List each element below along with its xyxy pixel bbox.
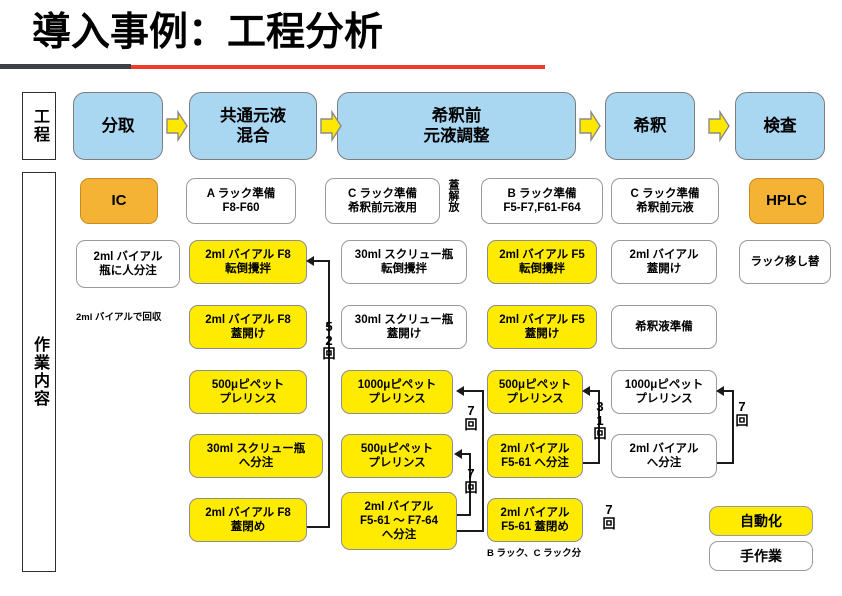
process-step-4[interactable]: 検査	[735, 92, 825, 160]
loop-7c-seg-bottom	[717, 462, 734, 464]
title-rule-red	[131, 65, 545, 69]
loop-7a-seg-vert	[482, 390, 484, 532]
col2-step-2[interactable]: 500μピペット プレリンス	[189, 370, 307, 414]
loop-7c-seg-vert	[732, 390, 734, 464]
prep-c-rack[interactable]: C ラック準備 希釈前元液	[611, 178, 719, 224]
legend-manual: 手作業	[709, 541, 813, 571]
loop-7a-label: 7 回	[464, 403, 478, 432]
legend-automated: 自動化	[709, 506, 813, 536]
col5-step-0[interactable]: 2ml バイアル 蓋開け	[611, 240, 717, 284]
col2-step-3[interactable]: 30ml スクリュー瓶 へ分注	[189, 434, 323, 478]
loop-52-seg-top	[313, 260, 330, 262]
loop-31-seg-vert	[598, 390, 600, 464]
col1-step-0[interactable]: 2ml バイアル 瓶に人分注	[76, 240, 180, 288]
chevron-right-icon	[166, 109, 188, 143]
col3-step-1[interactable]: 30ml スクリュー瓶 蓋開け	[341, 305, 467, 349]
col2-step-0[interactable]: 2ml バイアル F8 転倒攪拌	[189, 240, 307, 284]
col4-step-3[interactable]: 2ml バイアル F5-61 へ分注	[487, 434, 583, 478]
col6-step-0[interactable]: ラック移し替	[739, 240, 831, 284]
prep-c-rack-pre[interactable]: C ラック準備 希釈前元液用	[325, 178, 440, 224]
col3-step-0[interactable]: 30ml スクリュー瓶 転倒攪拌	[341, 240, 467, 284]
instrument-hplc[interactable]: HPLC	[749, 178, 824, 224]
process-step-2[interactable]: 希釈前 元液調整	[337, 92, 576, 160]
col2-step-4[interactable]: 2ml バイアル F8 蓋閉め	[189, 498, 307, 542]
prep-a-rack[interactable]: A ラック準備 F8-F60	[186, 178, 296, 224]
loop-31-seg-bottom	[583, 462, 600, 464]
col3-step-3[interactable]: 500μピペット プレリンス	[341, 434, 453, 478]
loop-7b-label: 7 回	[464, 466, 478, 495]
col2-step-1[interactable]: 2ml バイアル F8 蓋開け	[189, 305, 307, 349]
instrument-ic[interactable]: IC	[80, 178, 158, 224]
col4-step-1[interactable]: 2ml バイアル F5 蓋開け	[487, 305, 597, 349]
loop-7a-seg-bottom	[457, 530, 484, 532]
loop-52-seg-vert	[328, 260, 330, 528]
lid-release-label: 蓋解放	[447, 179, 459, 212]
col4-step-0[interactable]: 2ml バイアル F5 転倒攪拌	[487, 240, 597, 284]
loop-31-seg-top	[590, 390, 600, 392]
rail-work-label: 作業内容	[31, 336, 48, 408]
col4-step-4[interactable]: 2ml バイアル F5-61 蓋閉め	[487, 498, 583, 542]
rail-process-label: 工程	[31, 108, 48, 144]
col3-step-4[interactable]: 2ml バイアル F5-61 ～ F7-64 へ分注	[341, 492, 457, 550]
loop-7b-arrowhead	[454, 449, 462, 459]
col5-step-2[interactable]: 1000μピペット プレリンス	[611, 370, 717, 414]
loop-7b-seg-vert	[469, 453, 471, 516]
col5-step-3[interactable]: 2ml バイアル へ分注	[611, 434, 717, 478]
loop-31-label: 3 1 回	[593, 399, 607, 441]
loop-7c-seg-top	[724, 390, 734, 392]
rail-process: 工程	[22, 92, 56, 160]
col3-step-2[interactable]: 1000μピペット プレリンス	[341, 370, 453, 414]
process-step-3[interactable]: 希釈	[605, 92, 695, 160]
loop-7a-seg-top	[464, 390, 484, 392]
process-step-1[interactable]: 共通元液 混合	[189, 92, 317, 160]
loop-7b-seg-top	[462, 453, 471, 455]
loop-7b-seg-bottom	[457, 514, 471, 516]
page-title: 導入事例：工程分析	[32, 11, 384, 54]
loop-52-seg-bottom	[307, 526, 330, 528]
caption-racks: B ラック、C ラック分	[487, 548, 582, 559]
loop-52-arrowhead	[306, 256, 314, 266]
loop-7d-label: 7 回	[602, 502, 616, 531]
loop-7c-arrowhead	[716, 386, 724, 396]
col4-step-2[interactable]: 500μピペット プレリンス	[487, 370, 583, 414]
title-rule-dark	[0, 64, 131, 69]
caption-recover: 2ml バイアルで回収	[76, 312, 162, 323]
loop-31-arrowhead	[582, 386, 590, 396]
loop-7c-label: 7 回	[735, 399, 749, 428]
chevron-right-icon	[579, 109, 601, 143]
process-step-0[interactable]: 分取	[73, 92, 163, 160]
loop-52-label: 5 2 回	[322, 319, 336, 361]
prep-b-rack[interactable]: B ラック準備 F5-F7,F61-F64	[481, 178, 603, 224]
chevron-right-icon	[708, 109, 730, 143]
rail-work: 作業内容	[22, 172, 56, 572]
loop-7a-arrowhead	[456, 386, 464, 396]
chevron-right-icon	[320, 109, 342, 143]
col5-step-1[interactable]: 希釈液準備	[611, 305, 717, 349]
